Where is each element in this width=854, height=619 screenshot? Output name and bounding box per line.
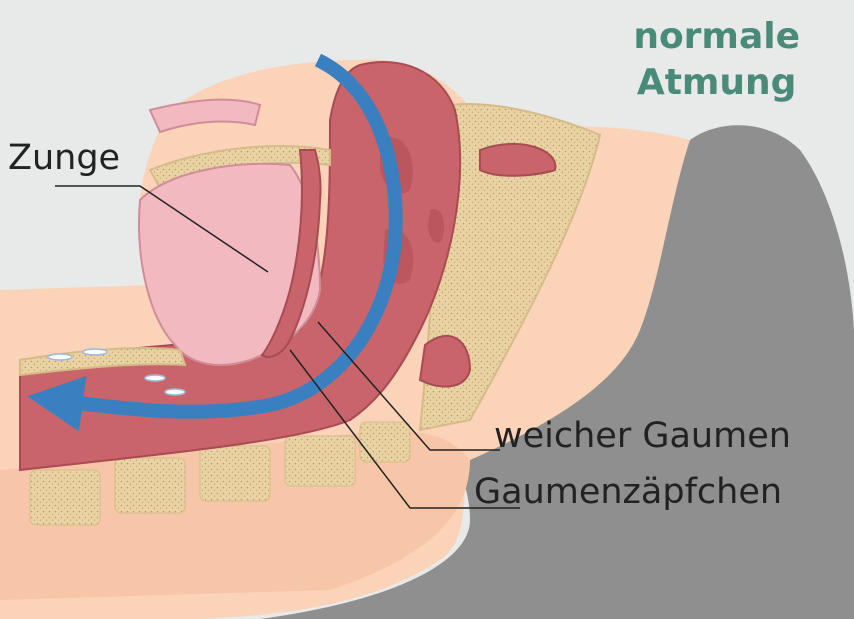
spinal-canal — [420, 336, 470, 387]
label-tongue: Zunge — [8, 138, 120, 178]
label-uvula: Gaumenzäpfchen — [474, 472, 782, 512]
title-line-1: normale — [633, 14, 800, 60]
title-line-2: Atmung — [633, 60, 800, 106]
label-soft-palate: weicher Gaumen — [494, 416, 791, 456]
diagram-title: normale Atmung — [633, 14, 800, 106]
